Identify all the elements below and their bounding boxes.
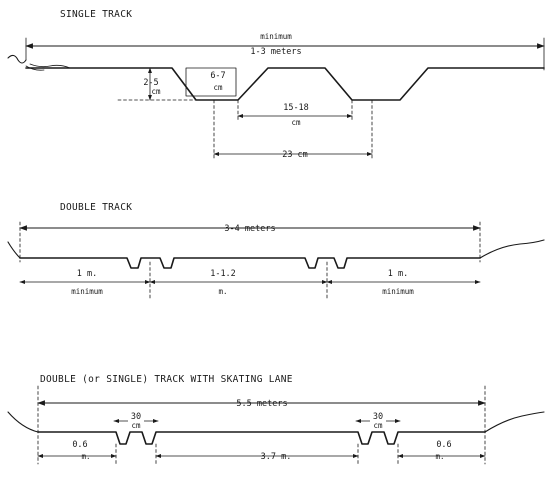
skating-lane-left-edge-unit: m. [81,452,90,461]
single-track-ground-left [7,54,27,64]
skating-lane-right-edge-unit: m. [435,452,444,461]
single-track-groove-width-unit: cm [213,83,223,92]
double-track-section: DOUBLE TRACK 3-4 meters 1 m. minimum 1-1… [7,202,545,299]
skating-lane-title: DOUBLE (or SINGLE) TRACK WITH SKATING LA… [40,374,293,385]
single-track-groove-width-box [185,67,237,97]
skating-lane-ground-left [7,411,39,433]
double-track-title: DOUBLE TRACK [60,202,132,213]
single-track-width-label-meters: 1-3 meters [250,47,301,57]
single-track-width-label-minimum: minimum [260,32,292,41]
single-track-title: SINGLE TRACK [60,9,132,20]
double-track-left-sublabel: minimum [71,287,103,296]
skating-lane-section: DOUBLE (or SINGLE) TRACK WITH SKATING LA… [7,374,545,467]
skating-lane-left-track-label: 30 [131,412,141,422]
double-track-right-label: 1 m. [388,269,408,279]
skating-lane-left-edge-label: 0.6 [72,440,87,450]
skating-lane-left-track-label-box [128,411,144,429]
single-track-ridge-label: 15-18 [283,103,309,113]
single-track-depth-unit: cm [151,87,161,96]
single-track-groove-width-label: 6-7 [210,71,225,81]
single-track-snow-profile [25,67,545,101]
single-track-section: SINGLE TRACK minimum 1-3 meters 2-5 cm 6… [7,9,545,161]
skating-lane-right-track-label: 30 [373,412,383,422]
single-track-ridge-unit: cm [291,118,301,127]
double-track-left-label: 1 m. [77,269,97,279]
double-track-middle-label: 1-1.2 [210,269,236,279]
double-track-snow-profile [19,257,481,269]
double-track-middle-sublabel: m. [218,287,227,296]
skating-lane-lane-label: 3.7 m. [261,452,292,462]
skating-lane-snow-profile [37,431,486,445]
skating-lane-right-edge-label: 0.6 [436,440,451,450]
skating-lane-right-track-unit: cm [373,421,383,430]
double-track-ground-right [479,239,545,259]
single-track-depth-label: 2-5 [143,78,158,88]
double-track-ground-left [7,241,21,259]
skating-lane-width-label: 5.5 meters [236,399,287,409]
skating-lane-ground-right [484,411,545,433]
single-track-snow-texture [25,63,71,71]
skating-lane-right-track-label-box [370,411,386,429]
double-track-width-label: 3-4 meters [224,224,275,234]
double-track-right-sublabel: minimum [382,287,414,296]
skating-lane-left-track-unit: cm [131,421,141,430]
single-track-gauge-label: 23 cm [282,150,308,160]
